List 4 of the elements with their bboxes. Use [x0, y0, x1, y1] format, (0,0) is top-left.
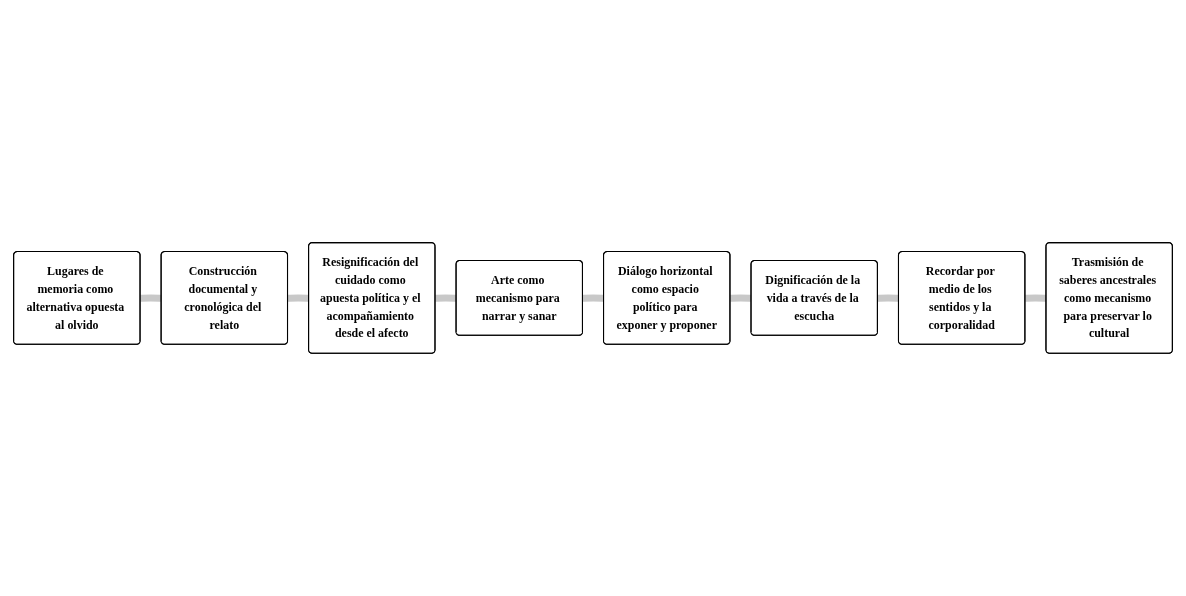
connector [1023, 294, 1048, 302]
connector [581, 294, 606, 302]
connector [875, 294, 901, 302]
connector [286, 294, 311, 302]
